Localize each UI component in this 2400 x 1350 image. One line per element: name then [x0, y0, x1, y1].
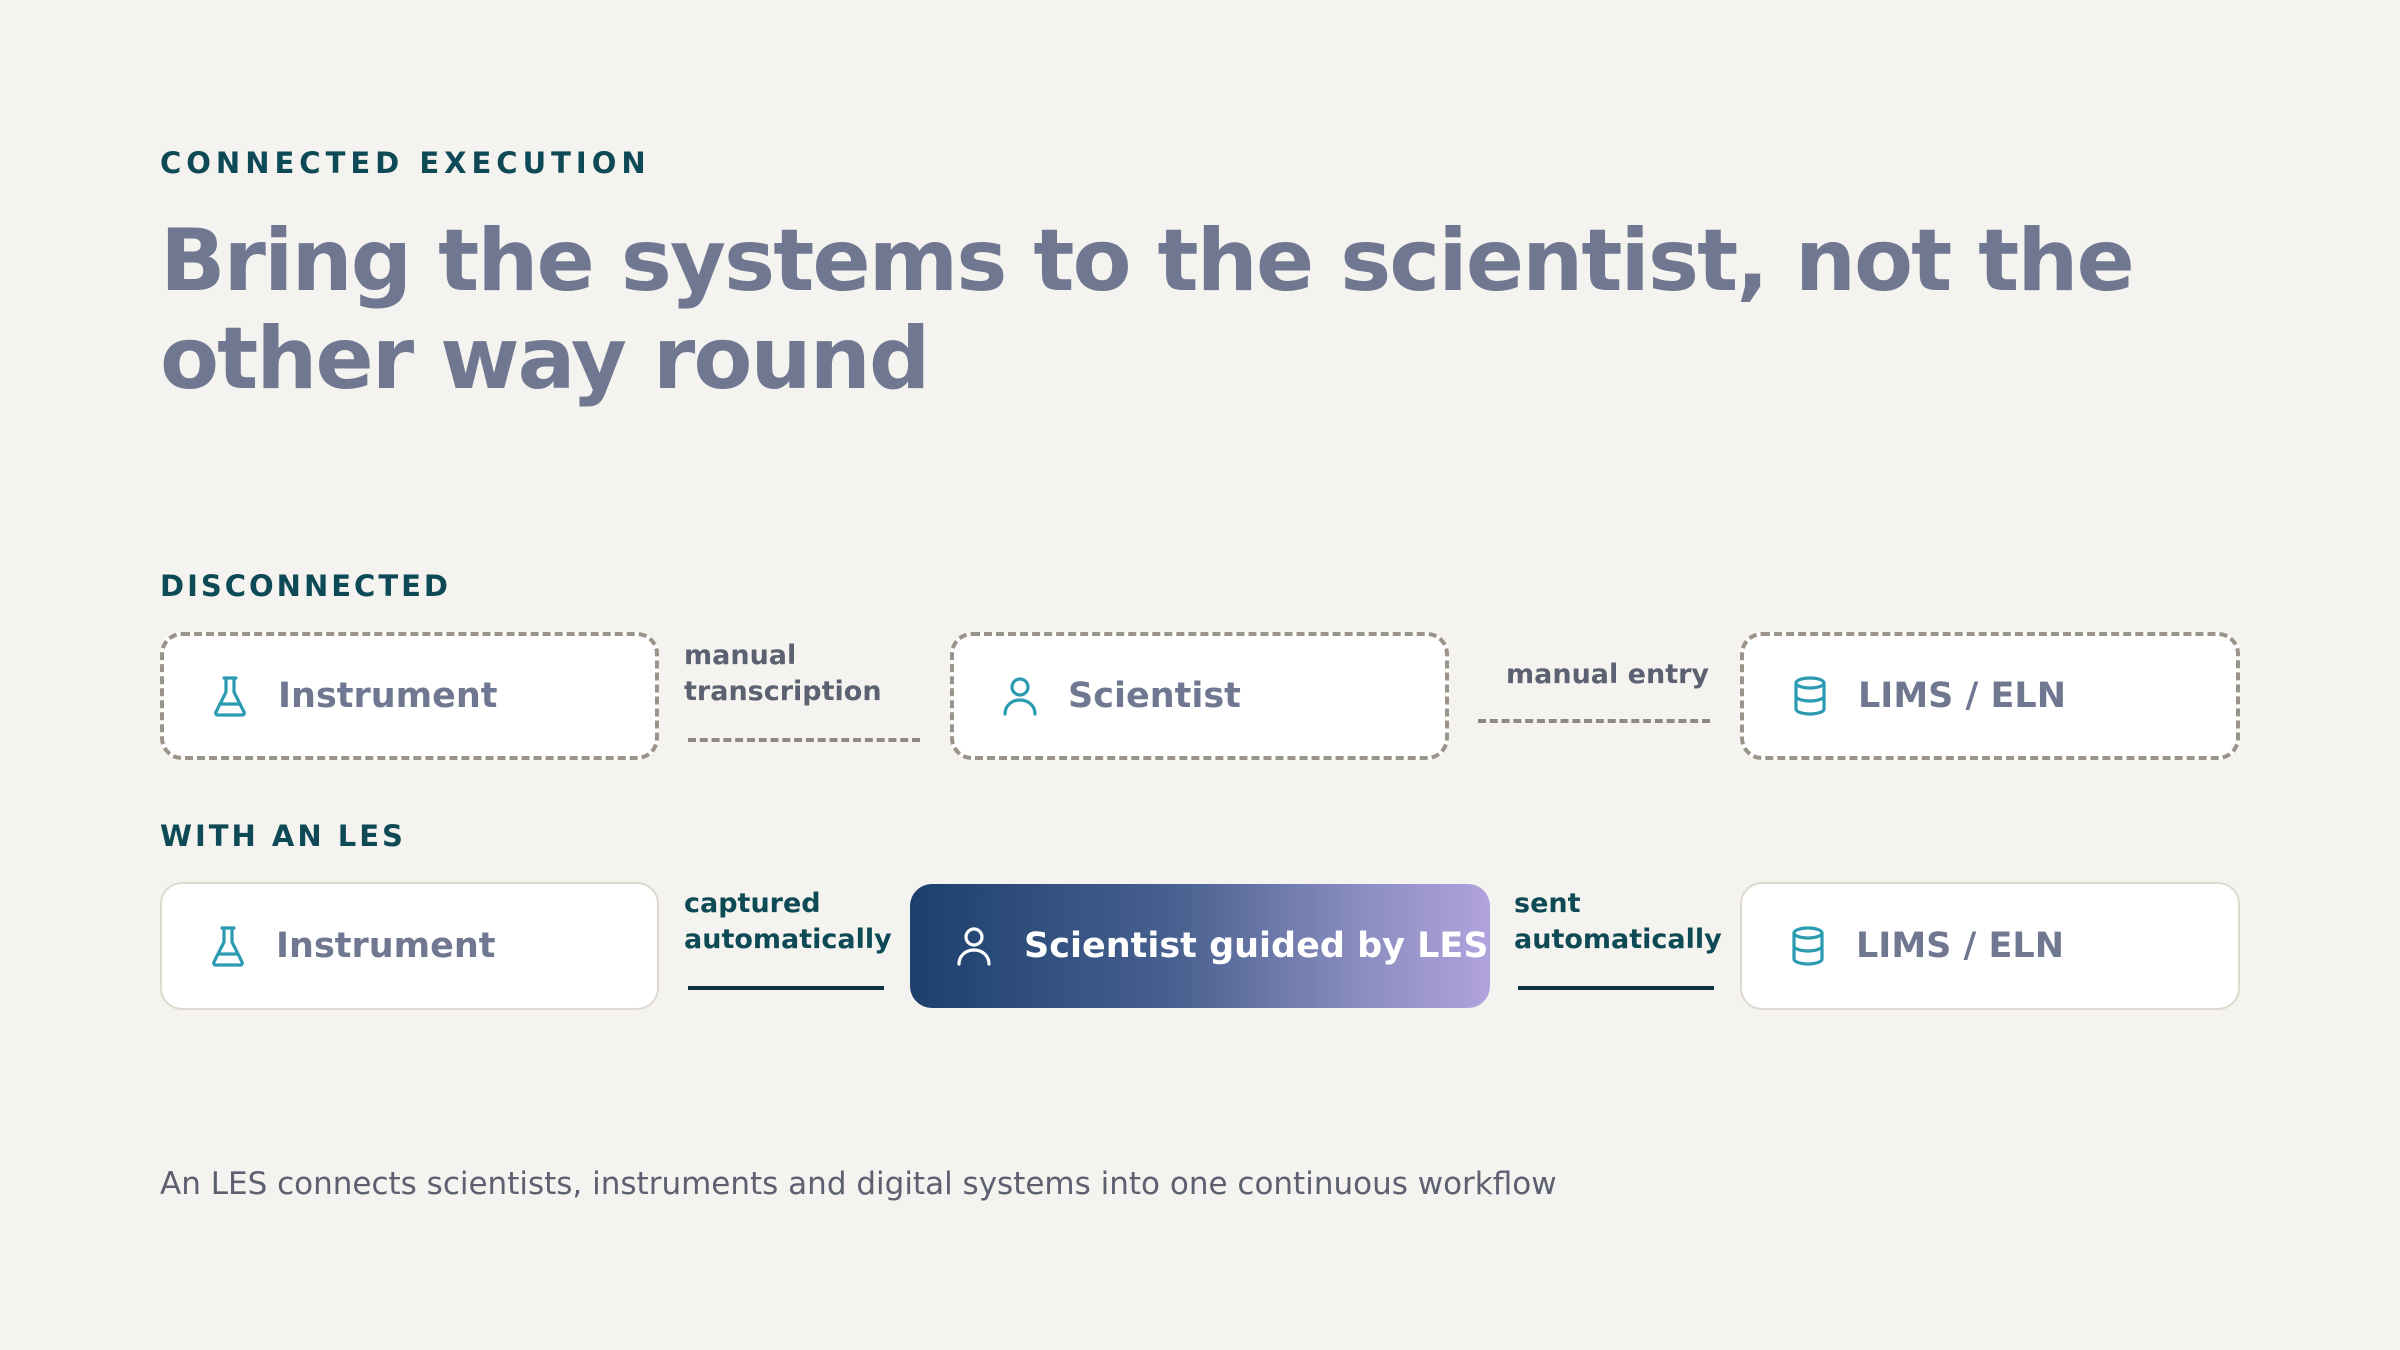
database-icon: [1788, 674, 1832, 718]
eyebrow-label: CONNECTED EXECUTION: [160, 146, 651, 180]
connector-line-dashed-left: [688, 738, 920, 742]
title-line-1: Bring the systems to the scientist, not …: [160, 211, 2135, 311]
node-label: LIMS / ELN: [1858, 676, 2067, 716]
footer-caption: An LES connects scientists, instruments …: [160, 1166, 1557, 1202]
connector-label-line-2: automatically: [684, 924, 892, 955]
person-icon: [998, 674, 1042, 718]
section-label-disconnected: DISCONNECTED: [160, 569, 451, 603]
flask-icon: [206, 924, 250, 968]
connector-label-line-2: transcription: [684, 676, 882, 707]
connector-label-line-1: sent: [1514, 888, 1581, 919]
les-scientist-node: Scientist guided by LES: [910, 884, 1490, 1008]
title-line-2: other way round: [160, 309, 930, 409]
connector-line-solid-left: [688, 986, 884, 990]
disconnected-scientist-node: Scientist: [950, 632, 1449, 760]
les-instrument-node: Instrument: [160, 882, 659, 1010]
connector-line-solid-right: [1518, 986, 1714, 990]
connector-label-manual-transcription: manual transcription: [684, 638, 882, 710]
page-title: Bring the systems to the scientist, not …: [160, 212, 2160, 408]
node-label: LIMS / ELN: [1856, 926, 2065, 966]
connector-label-captured-automatically: captured automatically: [684, 886, 892, 958]
connector-label-line-1: manual: [684, 640, 797, 671]
connector-label-line-1: captured: [684, 888, 821, 919]
disconnected-instrument-node: Instrument: [160, 632, 659, 760]
node-label: Instrument: [276, 926, 496, 966]
node-label: Scientist guided by LES: [1024, 926, 1489, 966]
connector-label-manual-entry: manual entry: [1506, 659, 1710, 690]
connector-line-dashed-right: [1478, 719, 1710, 723]
node-label: Scientist: [1068, 676, 1241, 716]
section-label-with-les: WITH AN LES: [160, 819, 406, 853]
disconnected-lims-node: LIMS / ELN: [1740, 632, 2240, 760]
flask-icon: [208, 674, 252, 718]
node-label: Instrument: [278, 676, 498, 716]
les-lims-node: LIMS / ELN: [1740, 882, 2240, 1010]
connector-label-line-2: automatically: [1514, 924, 1722, 955]
connector-label-sent-automatically: sent automatically: [1514, 886, 1722, 958]
database-icon: [1786, 924, 1830, 968]
person-icon: [952, 924, 996, 968]
